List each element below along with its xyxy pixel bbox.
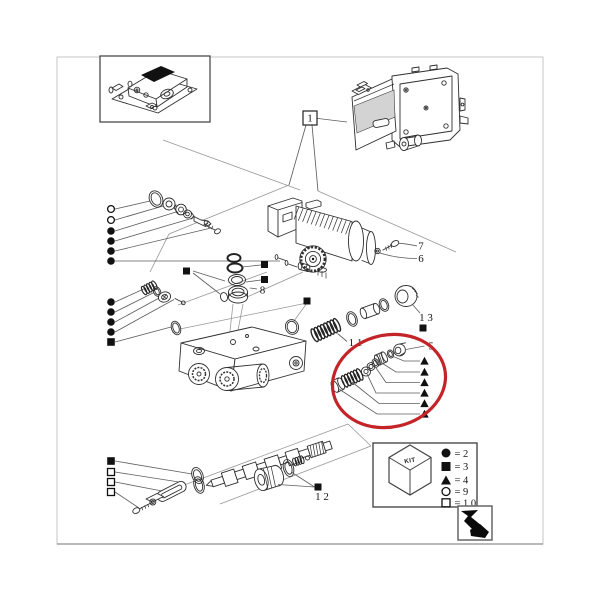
- filled-circle-marker: [107, 318, 115, 326]
- filled-square-marker: [314, 483, 322, 491]
- filled-square-marker: [261, 261, 268, 268]
- open-square-marker: [106, 487, 116, 497]
- kit-cube-icon: KIT: [388, 444, 432, 496]
- valve-slot: [372, 118, 390, 128]
- kit-marker-column-top: [106, 200, 280, 265]
- filled-triangle-marker: [420, 399, 429, 408]
- filled-circle-marker: [107, 257, 115, 265]
- legend-value: = 4: [455, 476, 470, 487]
- plug-cap: [394, 285, 418, 307]
- ball-part: [374, 247, 381, 255]
- ref-1-box: [302, 110, 318, 126]
- filled-triangle-marker: [441, 475, 451, 485]
- legend-value: = 2: [455, 449, 469, 460]
- kit-icon-label: KIT: [404, 457, 416, 466]
- filled-square-marker: [107, 457, 115, 465]
- filled-triangle-marker: [420, 388, 429, 397]
- nav-arrow-button[interactable]: [457, 505, 493, 541]
- part-number-label: 1 3: [419, 312, 433, 324]
- legend-value: = 9: [455, 487, 469, 498]
- thumbnail-assembly-inset: [99, 55, 211, 123]
- filled-circle-marker: [107, 237, 115, 245]
- body-o-ring: [284, 319, 300, 335]
- legend-row: = 4: [441, 475, 470, 487]
- filled-circle-marker: [441, 448, 451, 458]
- linkage-parts-group: [132, 467, 204, 514]
- kit-marker-triangles: [420, 356, 429, 418]
- valve-face-shading: [353, 89, 396, 134]
- inset-black-cap: [141, 66, 175, 82]
- spline-end-cap: [299, 245, 327, 273]
- filled-square-marker: [107, 338, 115, 346]
- open-circle-marker: [441, 486, 451, 497]
- valve-cover-assembly: [267, 197, 376, 279]
- kit-legend-box: KIT = 2 = 3 = 4 = 9 = 1 0: [372, 442, 478, 510]
- filled-square-marker: [183, 267, 190, 275]
- kit-marker-column-bottom: [106, 457, 193, 509]
- legend-value: = 1 0: [455, 499, 477, 510]
- part-number-label: 7: [418, 241, 424, 253]
- legend-row: = 2: [441, 448, 469, 460]
- end-screw-parts: 7 6: [374, 240, 424, 265]
- spool-end-cap: [253, 464, 284, 492]
- part-number-label: 6: [418, 253, 424, 265]
- filled-square-marker: [419, 324, 427, 332]
- highlight-ellipse: [330, 332, 448, 430]
- ref-1-callout: 1: [288, 110, 348, 192]
- legend-row: = 9: [441, 486, 469, 498]
- main-spool-spring: 1 1: [310, 317, 363, 349]
- open-square-marker: [441, 498, 451, 508]
- filled-circle-marker: [107, 328, 115, 336]
- open-square-marker: [106, 477, 116, 487]
- open-square-marker: [106, 467, 116, 477]
- filled-circle-marker: [107, 227, 115, 235]
- seal-kit-stack: 8: [183, 253, 268, 304]
- spool-left-o-ring: [193, 476, 205, 494]
- legend-row: = 1 0: [441, 498, 477, 510]
- valve-body: [178, 326, 307, 392]
- filled-square-marker: [261, 276, 268, 283]
- filled-circle-marker: [107, 247, 115, 255]
- spool-o-ring: [282, 458, 295, 478]
- filled-square-marker: [303, 297, 311, 305]
- filled-square-marker: [441, 462, 451, 471]
- filled-circle-marker: [107, 308, 115, 316]
- highlighted-kit-parts: 5: [330, 341, 434, 418]
- back-arrow-icon: [461, 510, 489, 538]
- kit-marker-column-middle: [107, 287, 175, 346]
- lever-seal-parts-group: [148, 190, 221, 235]
- legend-row: = 3: [441, 462, 469, 473]
- legend-value: = 3: [455, 462, 469, 473]
- part-number-label: 1 1: [349, 337, 363, 349]
- relief-valve-parts: 1 3: [346, 285, 433, 332]
- open-circle-marker: [106, 215, 116, 225]
- filled-triangle-marker: [420, 378, 429, 387]
- part-number-label: 1: [307, 113, 313, 125]
- part-number-label: 1 2: [315, 491, 329, 503]
- detent-parts-group: [140, 280, 186, 336]
- part-number-label: 8: [260, 285, 266, 297]
- control-valve-assembly: [351, 64, 469, 151]
- filled-triangle-marker: [420, 356, 429, 365]
- filled-triangle-marker: [420, 367, 429, 376]
- screw-head: [390, 240, 400, 247]
- open-circle-marker: [106, 204, 116, 214]
- filled-circle-marker: [107, 298, 115, 306]
- spool-assembly: 1 2: [193, 440, 333, 503]
